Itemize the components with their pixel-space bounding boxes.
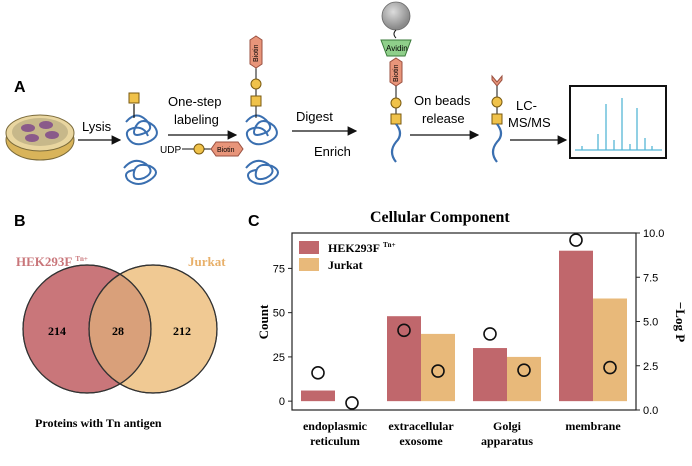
category-label: endoplasmic xyxy=(303,419,368,433)
y2-tick-label: 7.5 xyxy=(643,272,658,284)
release-label-2: release xyxy=(422,111,465,126)
y-tick-label: 75 xyxy=(273,263,285,275)
petri-dish-icon xyxy=(5,114,75,161)
pvalue-marker xyxy=(311,366,325,380)
chart-title: Cellular Component xyxy=(370,209,510,226)
legend-swatch-0 xyxy=(299,241,319,254)
lysis-label: Lysis xyxy=(82,119,112,134)
category-label: reticulum xyxy=(310,434,360,448)
venn-left-sup: Tn+ xyxy=(75,255,88,263)
pvalue-marker xyxy=(603,360,617,375)
pvalue-marker xyxy=(517,363,531,377)
y2-axis-label: −Log P xyxy=(673,302,688,342)
peptide-icon xyxy=(491,123,503,163)
lcms-label-1: LC- xyxy=(516,98,537,113)
bar-1 xyxy=(593,298,627,402)
biotin-tag-icon xyxy=(210,141,244,157)
category-label: membrane xyxy=(565,419,621,433)
lcms-label-2: MS/MS xyxy=(508,115,551,130)
y2-tick-label: 2.5 xyxy=(643,361,658,373)
bar-0 xyxy=(301,390,335,402)
biotin-reagent-label: Biotin xyxy=(217,147,235,154)
peptide-icon xyxy=(390,123,402,163)
y2-tick-label: 0.0 xyxy=(643,405,658,417)
pvalue-marker xyxy=(569,233,583,247)
labeling-label-1: One-step xyxy=(168,94,221,109)
y-tick-label: 0 xyxy=(279,396,285,408)
release-label-1: On beads xyxy=(414,93,471,108)
venn-overlap-count: 28 xyxy=(112,324,124,338)
category-label: exosome xyxy=(399,434,443,448)
legend-sup: Tn+ xyxy=(383,241,396,249)
panel-c-label: C xyxy=(248,213,260,230)
glycan-circle-icon xyxy=(193,143,205,155)
venn-caption: Proteins with Tn antigen xyxy=(35,416,162,430)
biotin-label-1: Biotin xyxy=(253,44,260,62)
venn-left-count: 214 xyxy=(48,324,66,338)
labeled-protein-icon xyxy=(245,114,279,185)
y-tick-label: 25 xyxy=(273,352,285,364)
labeling-label-2: labeling xyxy=(174,112,219,127)
panel-b-label: B xyxy=(14,213,26,230)
glycan-square-icon xyxy=(128,92,140,104)
category-label: extracellular xyxy=(388,419,454,433)
enrich-label: Enrich xyxy=(314,144,351,159)
y-tick-label: 50 xyxy=(273,308,285,320)
y2-tick-label: 10.0 xyxy=(643,228,664,240)
pvalue-marker xyxy=(345,396,359,410)
digest-label: Digest xyxy=(296,109,333,124)
bar-1 xyxy=(421,333,455,402)
bar-0 xyxy=(559,250,593,402)
y2-tick-label: 5.0 xyxy=(643,317,658,329)
pvalue-marker xyxy=(483,327,497,341)
legend-swatch-1 xyxy=(299,258,319,271)
avidin-icon xyxy=(380,39,412,57)
bar-0 xyxy=(387,316,421,402)
category-label: apparatus xyxy=(481,434,533,448)
venn-right-count: 212 xyxy=(173,324,191,338)
panel-a-label: A xyxy=(14,79,26,96)
udp-label: UDP xyxy=(160,145,181,156)
biotin-tag-icon xyxy=(249,35,263,69)
biotin-label-2: Biotin xyxy=(393,64,400,82)
pvalue-marker xyxy=(397,323,411,338)
avidin-bead-icon xyxy=(381,1,411,31)
venn-left-name: HEK293F xyxy=(16,254,72,269)
avidin-label: Avidin xyxy=(386,44,408,53)
bar-0 xyxy=(473,348,507,402)
mass-spectrum-icon xyxy=(569,85,667,159)
protein-icon xyxy=(123,114,158,185)
pvalue-marker xyxy=(431,364,445,378)
category-label: Golgi xyxy=(493,419,522,433)
legend-label-1: Jurkat xyxy=(328,258,363,272)
venn-right-label: Jurkat xyxy=(188,254,226,269)
y-axis-label: Count xyxy=(256,304,271,339)
